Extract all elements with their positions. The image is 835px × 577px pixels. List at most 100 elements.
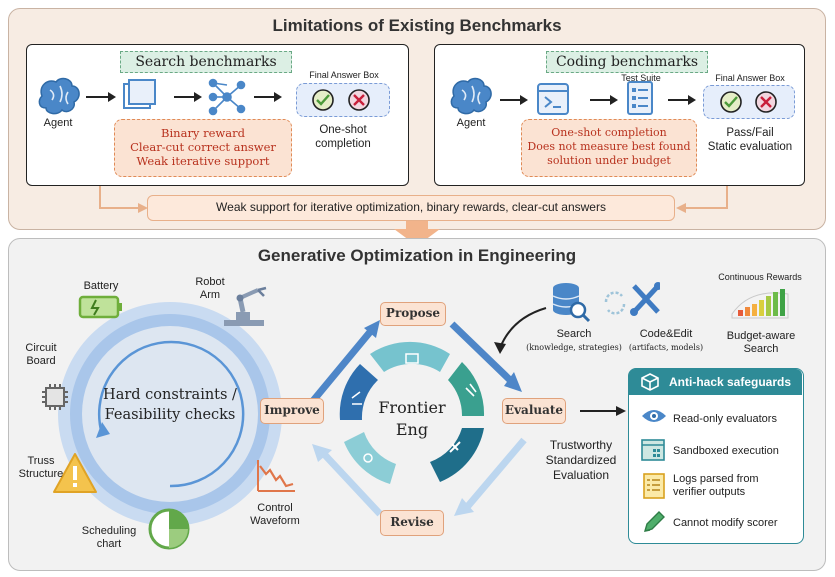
arrow-icon (86, 92, 116, 102)
search-result-label: One-shot completion (294, 123, 392, 151)
generative-optimization-title: Generative Optimization in Engineering (257, 246, 577, 265)
search-answer-marks (312, 89, 370, 111)
search-tool-name: Search (556, 328, 592, 340)
frontier-eng-center: Frontier Eng (362, 397, 462, 441)
eye-icon (642, 410, 666, 422)
search-result-line: One-shot (319, 124, 367, 136)
robot-arm-icon (224, 286, 267, 326)
coding-agent-label: Agent (456, 117, 486, 129)
trustworthy-line: Trustworthy (549, 438, 613, 452)
circuit-board-label: Circuit Board (17, 342, 65, 368)
improve-arrow-icon (312, 444, 383, 517)
anti-hack-item-sandbox: Sandboxed execution (673, 445, 779, 457)
circuit-board-line: Circuit (25, 342, 57, 354)
coding-answer-marks (720, 91, 777, 113)
log-file-icon (643, 473, 665, 499)
circuit-board-line: Board (26, 355, 56, 367)
feasibility-line: Feasibility checks (104, 407, 236, 423)
cross-icon (755, 91, 777, 113)
search-agent-label: Agent (43, 117, 73, 129)
feasibility-line: Hard constraints / (103, 387, 237, 403)
note-line: solution under budget (547, 154, 671, 167)
database-search-icon (552, 283, 591, 323)
network-icon (208, 78, 246, 116)
test-suite-label: Test Suite (621, 73, 661, 83)
constraints-ring (58, 302, 282, 526)
refresh-icon (604, 291, 626, 315)
anti-hack-header: Anti-hack safeguards (629, 369, 802, 395)
trustworthy-evaluation-label: Trustworthy Standardized Evaluation (532, 438, 630, 483)
anti-hack-card: Anti-hack safeguards Read-only evaluator… (628, 368, 804, 544)
checklist-icon (627, 81, 653, 115)
chart-icon (351, 391, 362, 405)
search-limitations-note: Binary reward Clear-cut correct answer W… (114, 119, 292, 177)
note-line: Does not measure best found (527, 140, 691, 153)
battery-label: Battery (83, 280, 119, 292)
check-icon (720, 91, 742, 113)
feasibility-text: Hard constraints / Feasibility checks (100, 385, 240, 425)
budget-line: Search (743, 343, 779, 355)
truss-line: Truss (27, 455, 55, 467)
sandbox-icon (641, 439, 665, 461)
monitor-icon (405, 353, 419, 364)
evaluate-arrow-icon (449, 321, 522, 392)
check-icon (312, 89, 334, 111)
center-line: Eng (395, 420, 429, 439)
code-tool-name: Code&Edit (639, 328, 693, 340)
search-final-answer-box (296, 83, 390, 117)
note-line: Weak iterative support (136, 154, 270, 168)
tool-icons (494, 282, 660, 354)
arrow-icon (174, 92, 202, 102)
note-line: One-shot completion (551, 126, 667, 139)
stage-improve: Improve (260, 398, 324, 424)
brain-icon (450, 77, 492, 115)
note-line: Binary reward (161, 126, 245, 140)
wrench-icon (630, 282, 660, 316)
note-line: Clear-cut correct answer (130, 140, 276, 154)
arrow-icon (500, 95, 528, 105)
budget-line: Budget-aware (726, 330, 796, 342)
summary-connectors (99, 186, 728, 213)
coding-flow-graphics (450, 77, 696, 115)
control-line: Control (257, 502, 293, 514)
battery-icon (78, 295, 122, 319)
search-tool-sub: (knowledge, strategies) (526, 343, 622, 352)
optimization-cycle (309, 320, 527, 517)
pie-chart-icon (148, 508, 190, 550)
truss-line: Structure (18, 468, 64, 480)
arrow-icon (668, 95, 696, 105)
scheduling-line: chart (96, 538, 122, 550)
robot-icon (465, 383, 477, 397)
down-arrow-icon (394, 221, 440, 246)
circuit-board-icon (42, 384, 68, 410)
summary-bar: Weak support for iterative optimization,… (147, 195, 675, 221)
logs-line: verifier outputs (673, 486, 746, 498)
scheduling-chart-label: Scheduling chart (76, 525, 142, 551)
truss-structure-label: Truss Structure (12, 455, 70, 481)
stage-propose: Propose (380, 302, 446, 326)
rocket-icon (449, 441, 461, 453)
robot-arm-line: Arm (199, 289, 221, 301)
coding-final-answer-box-label: Final Answer Box (715, 73, 785, 83)
stage-evaluate: Evaluate (502, 398, 566, 424)
anti-hack-item-readonly: Read-only evaluators (673, 413, 777, 425)
reward-bars-icon (731, 289, 789, 319)
antenna-icon (363, 453, 373, 463)
robot-arm-line: Robot (195, 276, 225, 288)
anti-hack-item-logs: Logs parsed from verifier outputs (673, 473, 759, 499)
robot-arm-label: Robot Arm (180, 276, 240, 302)
propose-arrow-icon (309, 320, 380, 405)
search-tool-label: Search (knowledge, strategies) (520, 328, 628, 354)
control-line: Waveform (250, 515, 300, 527)
search-result-line: completion (315, 138, 371, 150)
search-flow-graphics (38, 77, 282, 116)
waveform-icon (257, 460, 295, 492)
coding-result-label: Pass/Fail Static evaluation (698, 126, 802, 154)
arrow-icon (580, 406, 626, 416)
coding-result-line: Static evaluation (707, 141, 793, 153)
arrow-icon (590, 95, 618, 105)
warning-icon (53, 453, 97, 493)
pen-icon (643, 511, 665, 533)
arrow-icon (254, 92, 282, 102)
continuous-rewards-label: Continuous Rewards (718, 272, 802, 282)
